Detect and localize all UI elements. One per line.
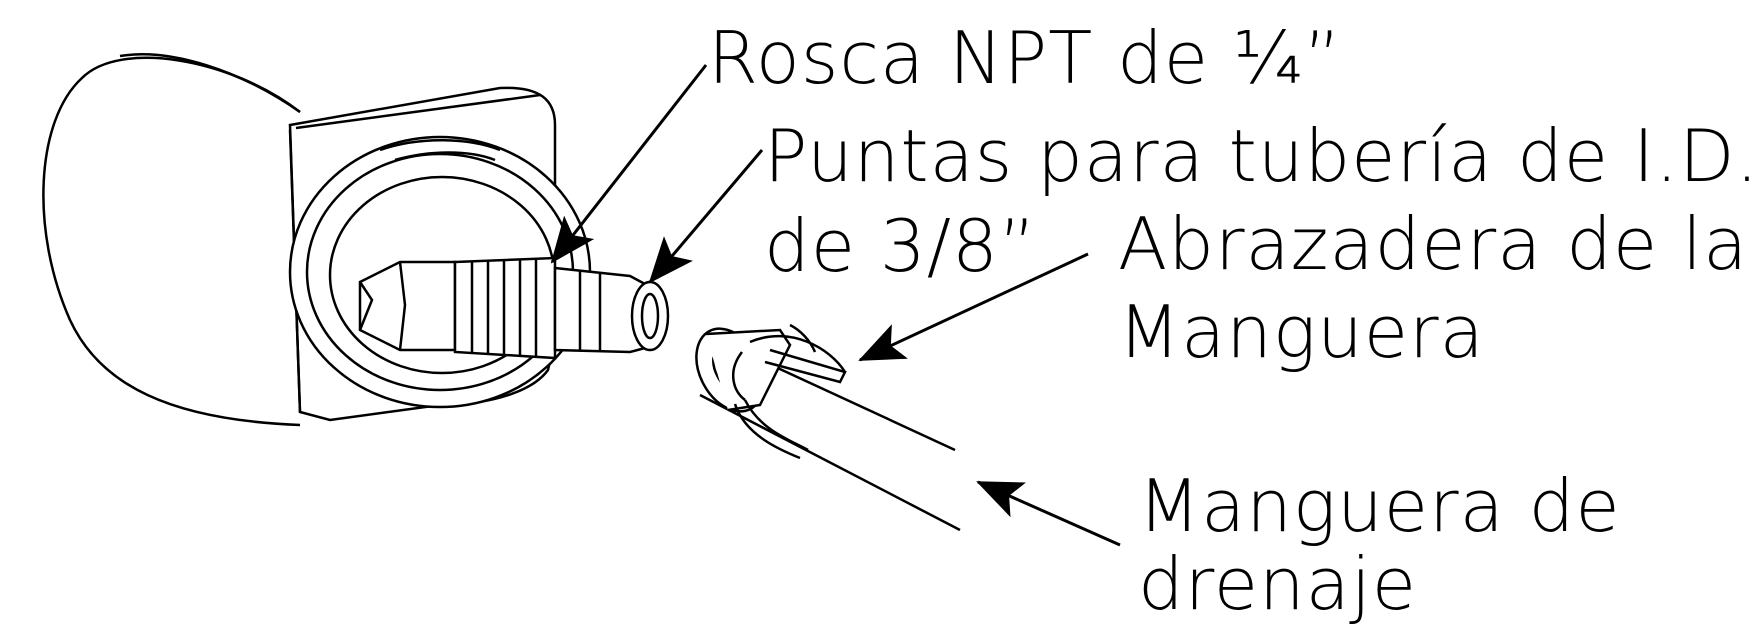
label-rosca-npt: Rosca NPT de ¼” [708,16,1343,100]
drain-hose [695,323,961,532]
arrow-rosca [550,64,708,264]
arrow-manguera [976,480,1121,547]
pump-body [42,53,301,427]
label-abrazadera-line2: Manguera [1118,290,1485,374]
label-abrazadera-line1: Abrazadera de la [1118,202,1749,286]
arrow-abrazadera [858,252,1089,362]
label-manguera-line1: Manguera de [1138,464,1621,548]
label-manguera-line2: drenaje [1138,542,1418,626]
label-puntas-line1: Puntas para tubería de I.D. [764,114,1760,198]
label-puntas-line2: de 3/8” [764,204,1038,288]
threaded-fitting [358,256,670,360]
arrow-puntas [648,149,764,284]
hose-clamp [732,334,847,460]
leader-arrows [550,64,1121,547]
